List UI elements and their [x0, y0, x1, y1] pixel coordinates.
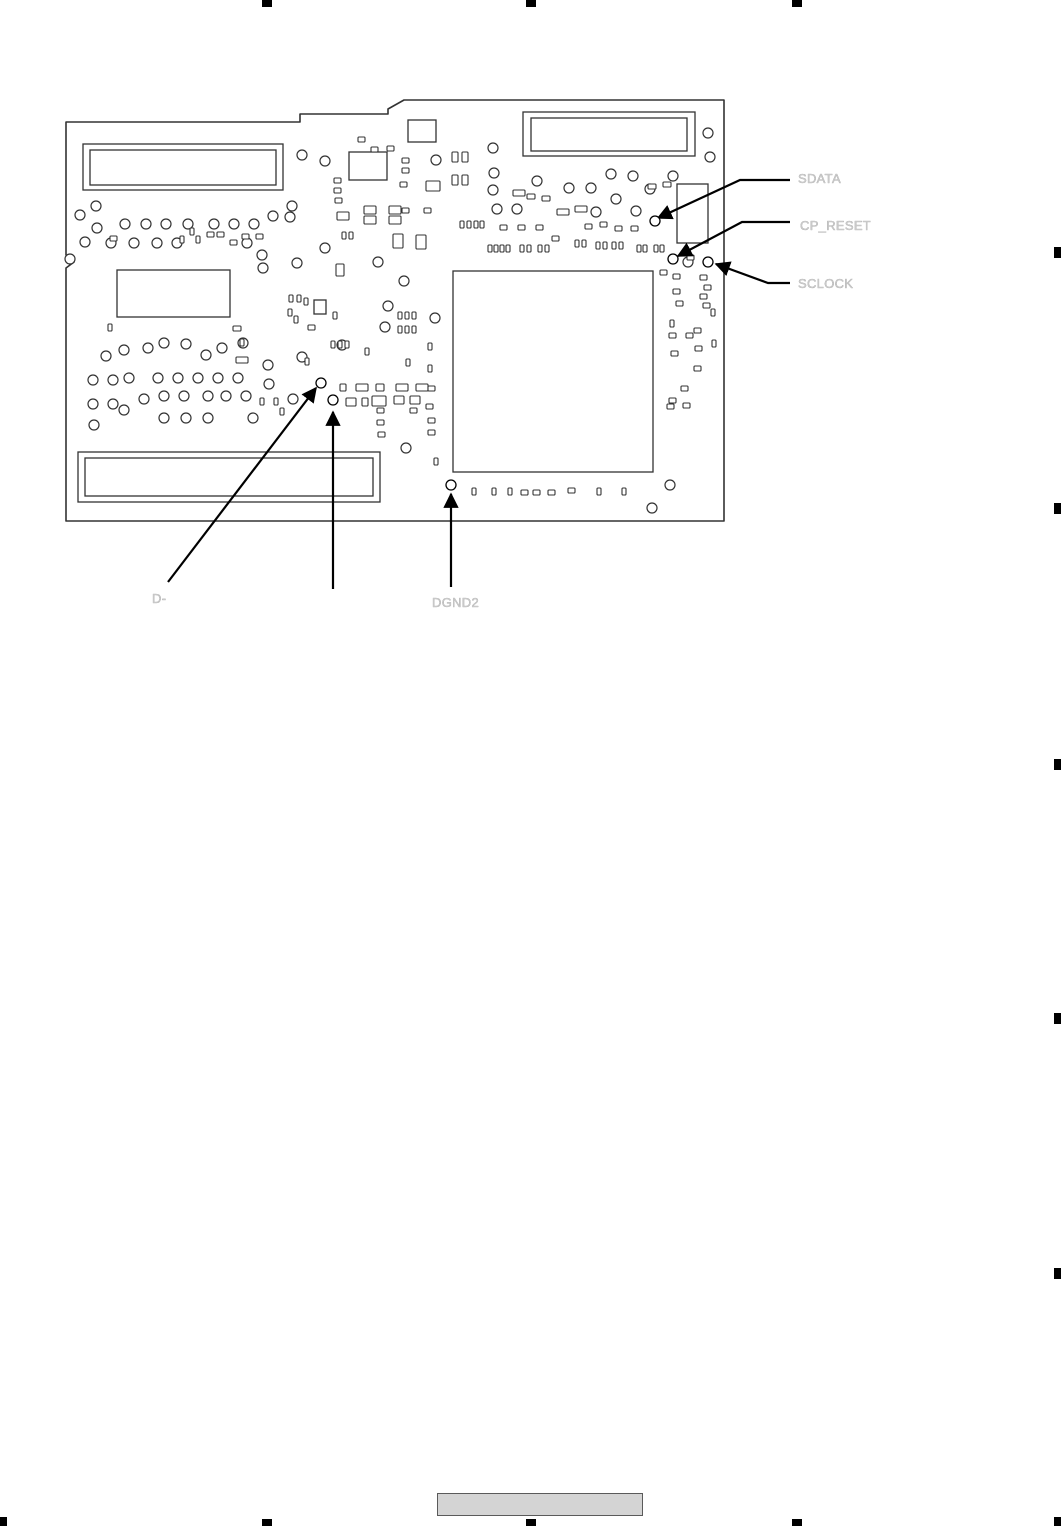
testpoint-cp-reset: [668, 254, 678, 264]
reg-mark-bottom-3: [792, 1519, 802, 1526]
callout-sclock: [716, 264, 790, 283]
reg-mark-right-4: [1054, 1013, 1061, 1024]
testpoint-sclock: [703, 257, 713, 267]
reg-mark-right-5: [1054, 1268, 1061, 1279]
testpoint-unlabeled: [328, 395, 338, 405]
label-dgnd2: DGND2: [432, 595, 479, 610]
reg-mark-right-3: [1054, 759, 1061, 770]
testpoint-d-minus: [316, 378, 326, 388]
board-notch: [65, 254, 75, 264]
reg-mark-bottom-1: [262, 1519, 272, 1526]
reg-mark-right-6: [1054, 1517, 1061, 1526]
pcb-diagram: SDATA CP_RESET SCLOCK D- DGND2: [0, 0, 1061, 620]
label-d-minus: D-: [152, 591, 166, 606]
reg-mark-left: [0, 1517, 7, 1526]
page-number-box: [437, 1493, 643, 1516]
testpoint-sdata: [650, 216, 660, 226]
testpoint-dgnd2: [446, 480, 456, 490]
label-cp-reset: CP_RESET: [800, 218, 871, 233]
reg-mark-bottom-2: [526, 1519, 536, 1526]
label-sdata: SDATA: [798, 171, 841, 186]
label-sclock: SCLOCK: [798, 276, 853, 291]
